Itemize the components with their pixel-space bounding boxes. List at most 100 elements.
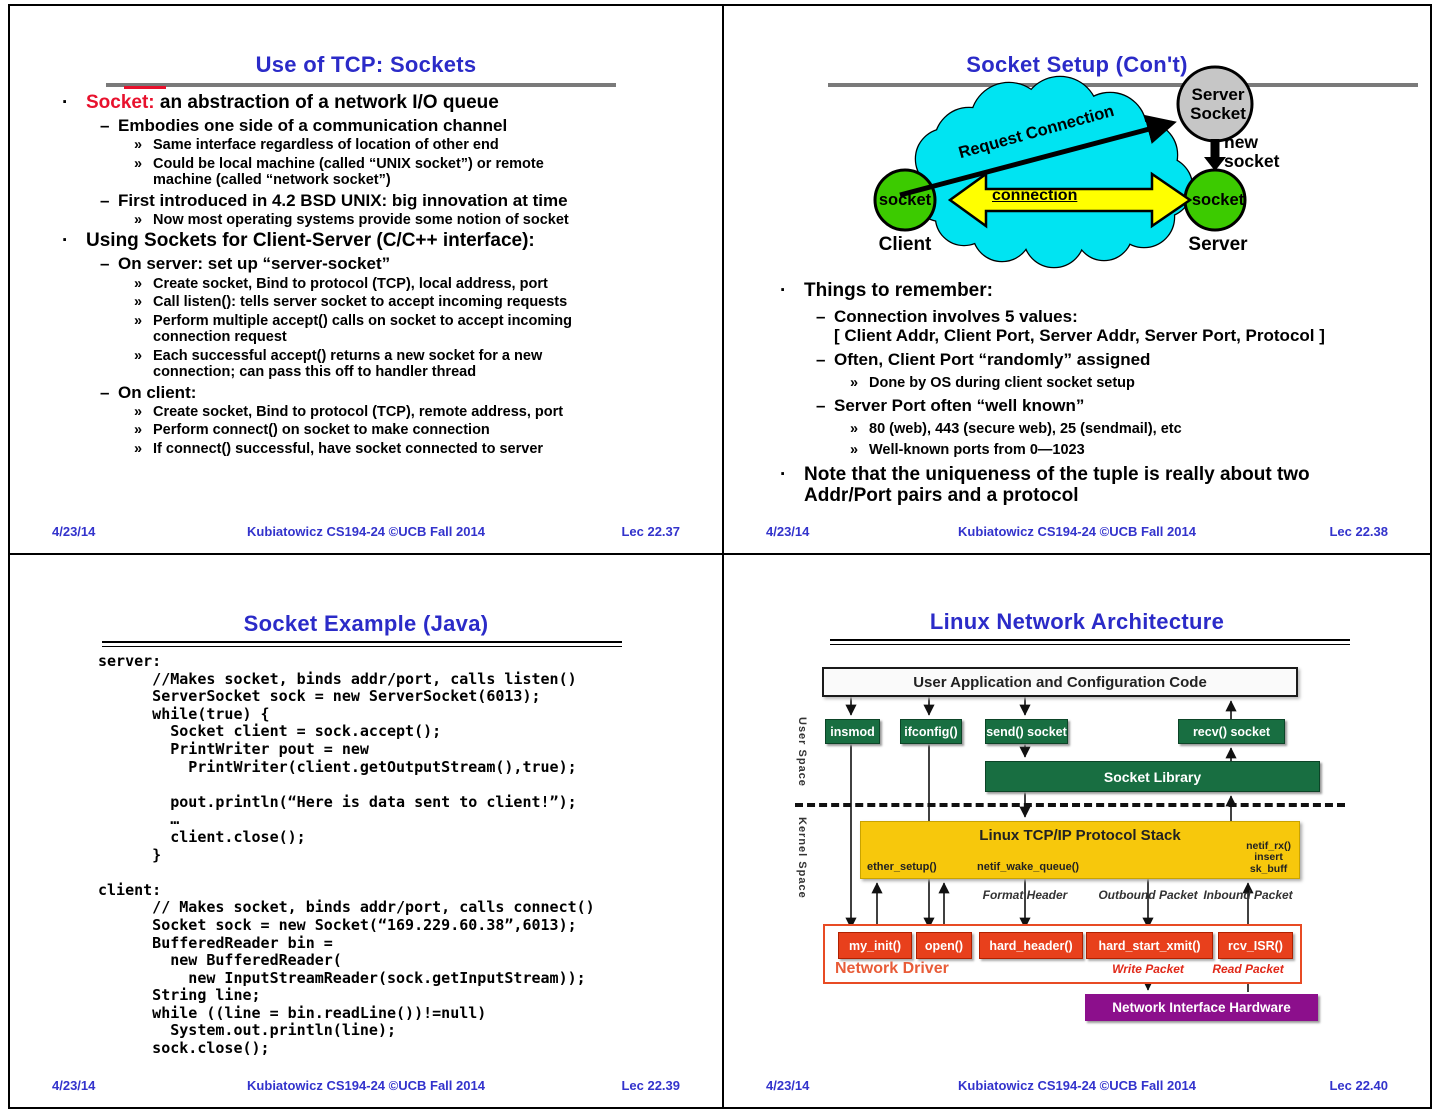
outbound-packet-label: Outbound Packet	[1098, 888, 1198, 902]
slide-footer: 4/23/14 Kubiatowicz CS194-24 ©UCB Fall 2…	[52, 1078, 680, 1093]
bullet-list: · Things to remember: –Connection involves…	[724, 280, 1430, 507]
bullet-text: Socket: an abstraction of a network I/O …	[86, 92, 499, 113]
bullet-item: –First introduced in 4.2 BSD UNIX: big i…	[10, 191, 704, 210]
linux-architecture-diagram: User Application and Configuration Code …	[784, 655, 1374, 1035]
bullet-item: »Perform multiple accept() calls on sock…	[10, 313, 704, 346]
bullet-marker: »	[134, 137, 143, 154]
bullet-text: First introduced in 4.2 BSD UNIX: big in…	[118, 190, 568, 210]
bullet-item: –Embodies one side of a communication ch…	[10, 116, 704, 135]
socket-library-box: Socket Library	[985, 761, 1320, 792]
network-interface-hardware-box: Network Interface Hardware	[1085, 994, 1318, 1021]
user-kernel-boundary	[795, 803, 1345, 807]
ether-setup-label: ether_setup()	[867, 861, 937, 873]
bullet-text: Often, Client Port “randomly” assigned	[834, 350, 1151, 370]
connection-arrow	[947, 171, 1193, 229]
bullet-item: » Each successful accept() returns a new …	[10, 348, 704, 381]
inbound-packet-label: Inbound Packet	[1203, 888, 1293, 902]
my-init-box: my_init()	[838, 932, 912, 959]
bullet-marker: –	[100, 382, 110, 402]
bullet-text: 80 (web), 443 (secure web), 25 (sendmail…	[869, 420, 1182, 437]
bullet-marker: »	[850, 442, 859, 459]
footer-credit: Kubiatowicz CS194-24 ©UCB Fall 2014	[958, 1078, 1196, 1093]
bullet-marker: ·	[780, 463, 787, 485]
bullet-marker: »	[850, 374, 859, 391]
footer-lecture-number: Lec 22.38	[1329, 524, 1388, 539]
bullet-text: Note that the uniqueness of the tuple is…	[804, 463, 1310, 507]
user-application-box: User Application and Configuration Code	[822, 667, 1298, 697]
socket-setup-diagram: Server Socket new socket Request Connect…	[724, 65, 1430, 275]
bullet-marker: »	[850, 420, 859, 437]
bullet-item: »Well-known ports from 0—1023	[724, 442, 1420, 459]
title-rule	[102, 641, 622, 647]
java-code-block: server: //Makes socket, binds addr/port,…	[98, 652, 595, 1058]
bullet-marker: »	[134, 403, 143, 420]
ifconfig-box: ifconfig()	[900, 719, 962, 744]
bullet-marker: »	[134, 312, 143, 329]
netif-wake-queue-label: netif_wake_queue()	[977, 861, 1080, 873]
bullet-list: ·Socket: an abstraction of a network I/O…	[10, 92, 722, 458]
handout-grid: Use of TCP: Sockets ·Socket: an abstract…	[8, 4, 1432, 1109]
socket-diagram-canvas	[873, 65, 1254, 269]
footer-credit: Kubiatowicz CS194-24 ©UCB Fall 2014	[247, 524, 485, 539]
bullet-marker: –	[816, 350, 826, 370]
bullet-text: Done by OS during client socket setup	[869, 374, 1135, 391]
bullet-text: Same interface regardless of location of…	[153, 137, 499, 154]
connection-label: connection	[992, 187, 1078, 204]
new-socket-arrow	[1204, 139, 1226, 171]
bullet-text: Server Port often “well known”	[834, 396, 1085, 416]
bullet-item: »Call listen(): tells server socket to a…	[10, 294, 704, 311]
client-socket-text: socket	[878, 191, 932, 209]
bullet-item: »If connect() successful, have socket co…	[10, 441, 704, 458]
bullet-item: · Things to remember:	[724, 280, 1420, 302]
slide-footer: 4/23/14 Kubiatowicz CS194-24 ©UCB Fall 2…	[52, 524, 680, 539]
highlighted-term: Socket:	[86, 92, 155, 113]
bullet-marker: –	[100, 254, 110, 274]
bullet-item: » Same interface regardless of location o…	[10, 137, 704, 154]
bullet-marker: –	[816, 306, 826, 326]
kernel-space-label: Kernel Space	[796, 817, 808, 899]
bullet-item: »Could be local machine (called “UNIX so…	[10, 156, 704, 189]
bullet-text: Each successful accept() returns a new s…	[153, 347, 543, 381]
rcv-isr-box: rcv_ISR()	[1218, 932, 1293, 959]
bullet-item: –Connection involves 5 values: [ Client …	[724, 307, 1420, 346]
bullet-item: »Perform connect() on socket to make con…	[10, 422, 704, 439]
bullet-item: » Done by OS during client socket setup	[724, 375, 1420, 392]
bullet-item: · Note that the uniqueness of the tuple i…	[724, 464, 1420, 507]
slide-title: Use of TCP: Sockets	[255, 52, 477, 77]
bullet-marker: –	[100, 190, 110, 210]
bullet-marker: »	[134, 211, 143, 228]
hard-header-box: hard_header()	[979, 932, 1083, 959]
bullet-item: » 80 (web), 443 (secure web), 25 (sendmai…	[724, 421, 1420, 438]
bullet-text: Using Sockets for Client-Server (C/C++ i…	[86, 230, 535, 252]
client-label: Client	[878, 234, 932, 255]
client-socket-circle	[873, 168, 937, 232]
bullet-marker: »	[134, 155, 143, 172]
bullet-text: On server: set up “server-socket”	[118, 254, 391, 274]
footer-lecture-number: Lec 22.39	[621, 1078, 680, 1093]
open-box: open()	[916, 932, 972, 959]
bullet-item: –On server: set up “server-socket”	[10, 254, 704, 273]
slide-footer: 4/23/14 Kubiatowicz CS194-24 ©UCB Fall 2…	[766, 524, 1388, 539]
bullet-marker: »	[134, 347, 143, 364]
slide-title: Socket Example (Java)	[243, 611, 489, 636]
bullet-marker: ·	[780, 280, 787, 301]
bullet-text: Things to remember:	[804, 280, 993, 301]
slide-linux-network-architecture: Linux Network Architecture	[724, 555, 1430, 1107]
title-rule	[828, 83, 1418, 87]
bullet-text: Connection involves 5 values: [ Client A…	[834, 306, 1325, 346]
footer-date: 4/23/14	[52, 524, 96, 539]
hard-start-xmit-box: hard_start_xmit()	[1086, 932, 1213, 959]
bullet-item: ·Using Sockets for Client-Server (C/C++ …	[10, 230, 704, 252]
footer-credit: Kubiatowicz CS194-24 ©UCB Fall 2014	[247, 1078, 485, 1093]
slide-title: Socket Setup (Con't)	[966, 52, 1188, 77]
tcpip-stack-title: Linux TCP/IP Protocol Stack	[979, 827, 1181, 844]
slide-socket-setup: Socket Setup (Con't)	[724, 6, 1430, 553]
red-annotation-mark	[124, 86, 166, 89]
title-rule	[830, 639, 1350, 645]
bullet-item: »Now most operating systems provide some…	[10, 212, 704, 229]
recv-socket-box: recv() socket	[1178, 719, 1285, 744]
network-cloud	[910, 75, 1194, 269]
tcpip-stack-box: Linux TCP/IP Protocol Stack ether_setup(…	[860, 821, 1300, 879]
slide-socket-example-java: Socket Example (Java) server: //Makes so…	[10, 555, 722, 1107]
